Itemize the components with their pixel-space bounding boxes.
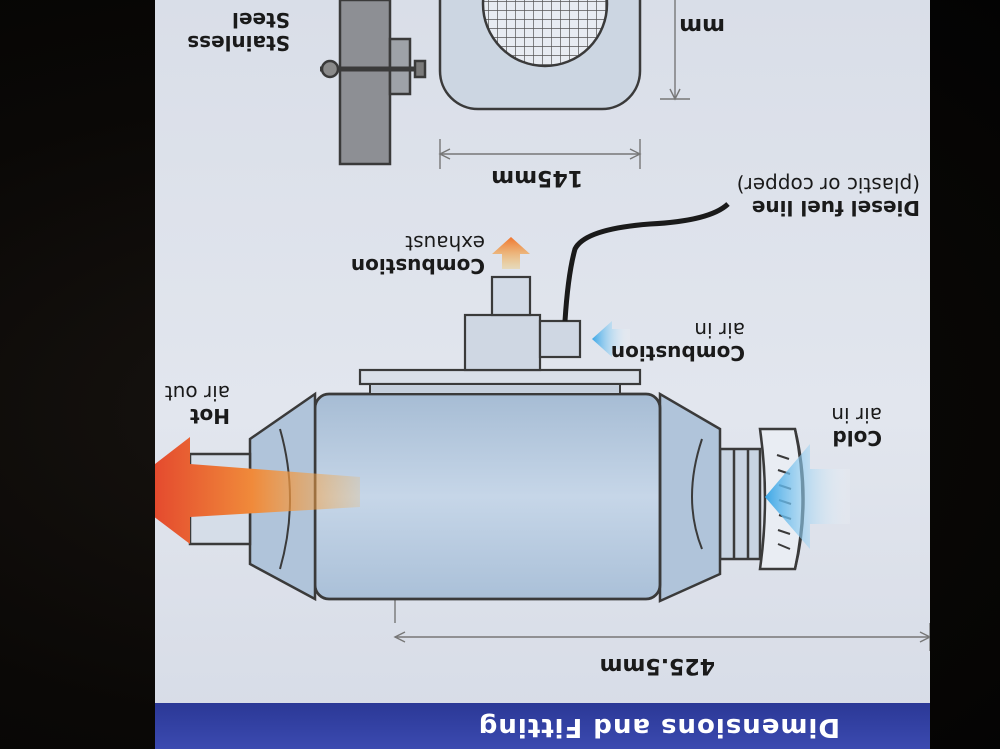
exhaust-label-line2: exhaust <box>405 231 485 255</box>
exhaust-arrow <box>492 237 530 269</box>
exhaust-pipe <box>490 275 532 317</box>
stainless-steel-label-line2: Steel <box>232 8 290 32</box>
fuel-line <box>562 202 730 322</box>
hot-air-label: Hot air out <box>164 381 230 428</box>
combustion-air-label-line2: air in <box>694 318 745 342</box>
width-dimension-line <box>438 139 642 169</box>
combustion-air-arrow <box>592 321 630 357</box>
diagram-panel: Dimensions and Fitting <box>155 0 930 749</box>
fuel-line-label-line1: Diesel fuel line <box>751 196 920 220</box>
length-label: 425.5mm <box>599 653 715 678</box>
exhaust-label: Combustion exhaust <box>350 231 485 278</box>
fuel-line-label-line2: (plastic or copper) <box>736 173 920 197</box>
stainless-steel-label: Stainless Steel <box>187 8 290 55</box>
hot-air-arrow <box>155 437 360 544</box>
height-label: mm <box>679 13 725 38</box>
cold-air-label-line2: air in <box>831 403 882 427</box>
stainless-steel-bracket <box>320 0 427 166</box>
heater-body <box>313 392 662 601</box>
burner-block <box>463 313 542 372</box>
height-dimension-line <box>660 0 690 101</box>
exhaust-label-line1: Combustion <box>350 254 485 278</box>
cold-air-label-line1: Cold <box>832 426 882 450</box>
hot-air-label-line1: Hot <box>189 404 230 428</box>
mounting-plate <box>358 368 642 386</box>
cold-air-label: Cold air in <box>831 403 882 450</box>
grille-housing <box>438 0 642 111</box>
inlet-cone <box>658 391 722 603</box>
combustion-air-label-line1: Combustion <box>610 341 745 365</box>
width-label: 145mm <box>491 165 583 190</box>
heater-diagram <box>155 0 930 651</box>
combustion-intake <box>538 319 582 359</box>
hot-air-label-line2: air out <box>164 381 230 405</box>
rotated-photo: Dimensions and Fitting <box>155 0 930 749</box>
stainless-steel-label-line1: Stainless <box>187 31 290 55</box>
fuel-line-label: Diesel fuel line (plastic or copper) <box>736 173 920 220</box>
combustion-air-label: Combustion air in <box>610 318 745 365</box>
cold-air-arrow <box>765 444 850 549</box>
